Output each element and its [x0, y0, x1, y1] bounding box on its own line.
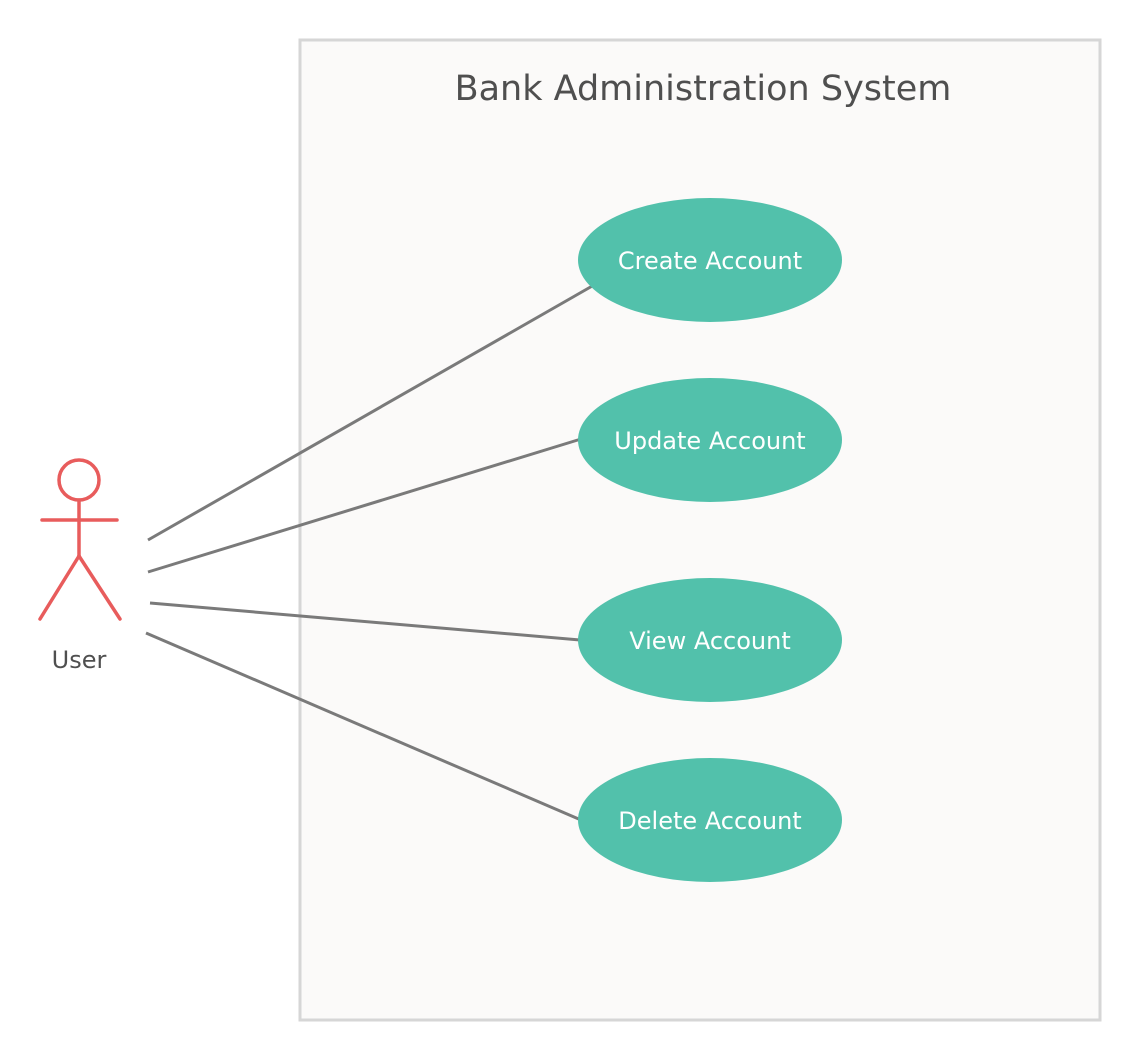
association-view-account	[149, 601, 581, 642]
association-create-account	[147, 283, 595, 542]
use-case-ellipse	[578, 378, 842, 502]
associations	[145, 283, 595, 822]
use-case-view-account[interactable]: View Account	[578, 578, 842, 702]
association-delete-account	[145, 631, 582, 822]
actor-label: User	[52, 646, 107, 674]
use-case-label: Update Account	[614, 427, 805, 455]
use-case-delete-account[interactable]: Delete Account	[578, 758, 842, 882]
use-case-ellipse	[578, 198, 842, 322]
use-case-label: Delete Account	[618, 807, 801, 835]
actor-head	[57, 458, 101, 502]
actor-right-leg	[77, 554, 122, 621]
association-update-account	[147, 437, 582, 574]
use-case-create-account[interactable]: Create Account	[578, 198, 842, 322]
system-title: Bank Administration System	[455, 69, 952, 109]
use-case-update-account[interactable]: Update Account	[578, 378, 842, 502]
use-case-label: View Account	[629, 627, 790, 655]
use-case-ellipse	[578, 578, 842, 702]
use-case-ellipse	[578, 758, 842, 882]
use-case-label: Create Account	[618, 247, 802, 275]
actor-user[interactable]	[38, 458, 122, 621]
actor-left-leg	[38, 554, 81, 621]
